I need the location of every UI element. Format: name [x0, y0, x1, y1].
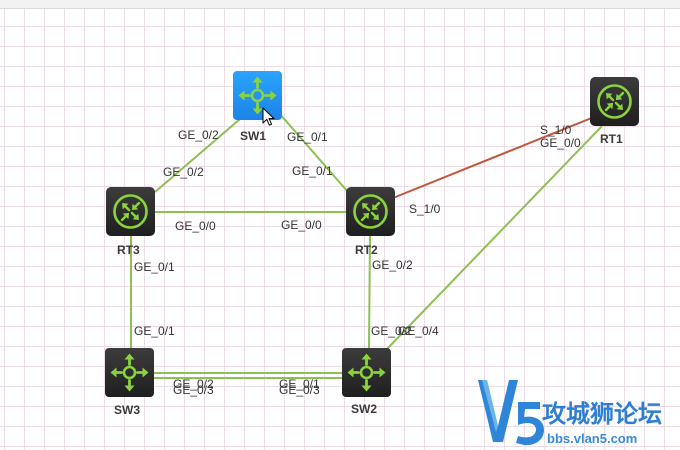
port-label-rt3-ge01: GE_0/1 [134, 260, 175, 274]
switch-icon [110, 353, 149, 392]
watermark-title: 攻城狮论坛 [542, 400, 662, 428]
port-label-rt2-ge00: GE_0/0 [281, 218, 322, 232]
port-label-sw2-ge02: GE_0/2 [371, 324, 412, 338]
port-label-rt2-ge02: GE_0/2 [372, 258, 413, 272]
device-body [106, 187, 155, 236]
device-rt1[interactable] [590, 77, 639, 126]
port-label-rt1-ge00: GE_0/0 [540, 136, 581, 150]
device-label-sw1: SW1 [240, 129, 266, 143]
port-label-rt2-ge01: GE_0/1 [292, 164, 333, 178]
switch-icon [347, 353, 386, 392]
link-sw1-rt2[interactable] [278, 112, 349, 193]
port-label-rt1-s10: S_1/0 [540, 123, 572, 137]
port-label-sw1-ge01: GE_0/1 [287, 130, 328, 144]
toolbar-strip [0, 0, 680, 9]
device-label-sw2: SW2 [351, 402, 377, 416]
link-rt2-sw2[interactable] [368, 235, 371, 349]
port-label-sw2-ge04: GE_0/4 [398, 324, 439, 338]
device-rt2[interactable] [346, 187, 395, 236]
watermark: V5 攻城狮论坛 bbs.vlan5.com [478, 380, 662, 446]
port-label-rt3-ge02: GE_0/2 [163, 165, 204, 179]
port-label-sw3-ge03: GE_0/3 [173, 383, 214, 397]
link-sw1-rt3[interactable] [154, 112, 248, 193]
router-icon [597, 84, 632, 119]
device-rt3[interactable] [106, 187, 155, 236]
router-icon [113, 194, 148, 229]
device-body [590, 77, 639, 126]
links-layer [130, 112, 603, 379]
port-label-sw2-ge01: GE_0/1 [279, 377, 320, 391]
device-body [233, 71, 282, 120]
port-label-rt3-ge00: GE_0/0 [175, 219, 216, 233]
port-label-sw2-ge03: GE_0/3 [279, 383, 320, 397]
device-body [346, 187, 395, 236]
v5-logo-icon: V5 [478, 380, 544, 446]
device-label-rt2: RT2 [355, 243, 378, 257]
device-sw1[interactable] [233, 71, 282, 120]
port-label-sw3-ge01: GE_0/1 [134, 324, 175, 338]
device-sw3[interactable] [105, 348, 154, 397]
device-label-rt3: RT3 [117, 243, 140, 257]
port-labels-layer: GE_0/2 GE_0/2 GE_0/1 GE_0/1 GE_0/0 GE_0/… [134, 123, 581, 397]
router-icon [353, 194, 388, 229]
port-label-sw3-ge02: GE_0/2 [173, 377, 214, 391]
mouse-pointer-icon [262, 107, 275, 126]
port-label-rt2-s10: S_1/0 [409, 202, 441, 216]
watermark-url: bbs.vlan5.com [547, 431, 637, 446]
device-body [105, 348, 154, 397]
link-rt1-sw2[interactable] [385, 125, 603, 351]
link-rt2-rt1[interactable] [392, 116, 595, 199]
switch-icon [238, 76, 277, 115]
device-label-sw3: SW3 [114, 403, 140, 417]
device-sw2[interactable] [342, 348, 391, 397]
device-label-rt1: RT1 [600, 132, 623, 146]
device-body [342, 348, 391, 397]
port-label-sw1-ge02: GE_0/2 [178, 128, 219, 142]
devices-layer: SW1 RT1 RT3 RT2 [105, 71, 639, 417]
